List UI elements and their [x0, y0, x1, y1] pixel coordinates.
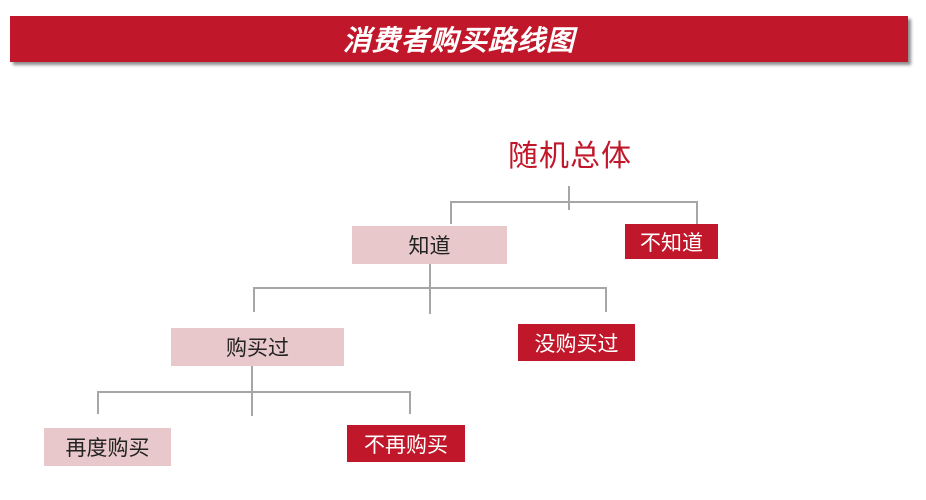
node-bought: 购买过 — [171, 328, 344, 366]
node-not-know: 不知道 — [625, 224, 718, 259]
node-no-rebuy: 不再购买 — [347, 425, 465, 462]
node-know: 知道 — [352, 226, 507, 264]
node-rebuy: 再度购买 — [44, 428, 171, 466]
node-not-bought: 没购买过 — [518, 324, 635, 361]
title-bar: 消费者购买路线图 — [10, 16, 908, 62]
page-title: 消费者购买路线图 — [342, 24, 575, 57]
node-root: 随机总体 — [508, 139, 632, 174]
